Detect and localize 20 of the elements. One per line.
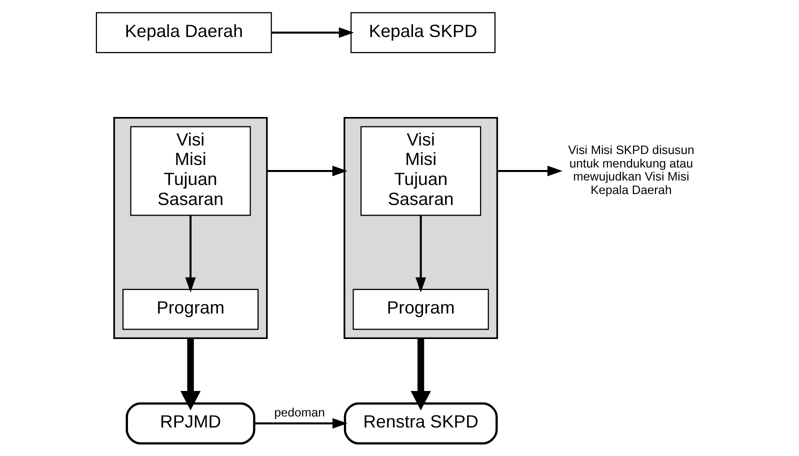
edge-label: pedoman	[274, 406, 325, 420]
arrow	[185, 216, 196, 292]
node-box: Kepala Daerah	[96, 12, 272, 54]
cluster	[113, 117, 268, 339]
node-box: Kepala SKPD	[350, 12, 496, 54]
arrow	[410, 338, 431, 410]
node-box: Program	[352, 288, 489, 330]
node-box: Visi Misi Tujuan Sasaran	[360, 126, 482, 216]
arrow	[497, 166, 563, 176]
node-text: Visi Misi SKPD disusun untuk mendukung atau mewujudkan Visi Misi Kepala Daerah	[568, 143, 694, 198]
arrow	[266, 166, 348, 176]
node-box: Visi Misi Tujuan Sasaran	[130, 126, 251, 216]
arrow	[416, 216, 426, 292]
arrow	[272, 27, 354, 38]
node-box: RPJMD	[126, 402, 256, 444]
arrow	[254, 418, 348, 429]
node-box: Renstra SKPD	[344, 402, 498, 444]
arrow	[180, 338, 201, 410]
node-box: Program	[122, 288, 259, 330]
cluster	[344, 117, 498, 339]
